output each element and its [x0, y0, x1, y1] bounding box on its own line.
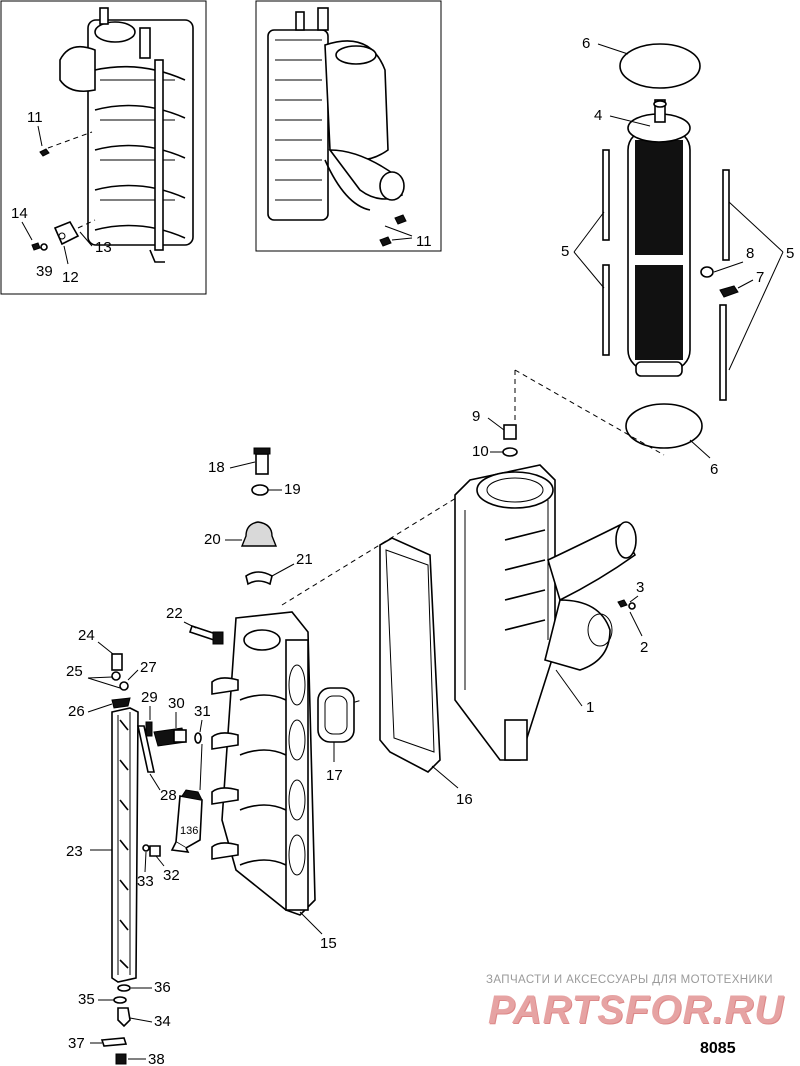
- callout-28: 28: [160, 787, 177, 804]
- tube-label-136: 136: [180, 825, 198, 837]
- callout-14: 14: [11, 205, 28, 222]
- callout-16: 16: [456, 791, 473, 808]
- adapter-housing: [454, 464, 637, 761]
- nut-19: [251, 484, 269, 496]
- o-ring-33: [142, 844, 150, 852]
- callout-15: 15: [320, 935, 337, 952]
- gasket-17: [317, 687, 355, 743]
- filter-canister: [627, 99, 691, 377]
- callout-35: 35: [78, 991, 95, 1008]
- callout-3: 3: [636, 579, 644, 596]
- inset-middle: 11: [255, 0, 442, 252]
- callout-7: 7: [756, 269, 764, 286]
- o-ring-35: [113, 996, 127, 1004]
- plug-32: [149, 845, 161, 857]
- callout-24: 24: [78, 627, 95, 644]
- callout-26: 26: [68, 703, 85, 720]
- rod-left-upper: [602, 149, 610, 241]
- clip-37: [100, 1037, 128, 1047]
- callout-38: 38: [148, 1051, 165, 1066]
- callout-27: 27: [140, 659, 157, 676]
- callout-22: 22: [166, 605, 183, 622]
- callout-33: 33: [137, 873, 154, 890]
- rod-right-upper: [722, 169, 730, 261]
- sensor-18: [255, 453, 269, 475]
- bolt-7: [719, 285, 739, 298]
- clip-29: [145, 721, 153, 737]
- callout-23: 23: [66, 843, 83, 860]
- callout-11-middle: 11: [416, 233, 432, 250]
- rod-left-lower: [602, 264, 610, 356]
- callout-30: 30: [168, 695, 185, 712]
- callout-31: 31: [194, 703, 211, 720]
- callout-9: 9: [472, 408, 480, 425]
- seal-28: [137, 725, 155, 773]
- callout-5-left: 5: [561, 243, 569, 260]
- watermark-tagline: ЗАПЧАСТИ И АКСЕССУАРЫ ДЛЯ МОТОТЕХНИКИ: [486, 974, 773, 986]
- grommet-20: [240, 521, 278, 547]
- callout-6-bottom: 6: [710, 461, 718, 478]
- o-ring-36: [117, 984, 131, 992]
- o-ring-bottom: [625, 403, 703, 449]
- washer-8: [700, 266, 714, 278]
- bolt-icon: [39, 148, 50, 157]
- callout-17: 17: [326, 767, 343, 784]
- inset-left: 11 14 39 12 13: [0, 0, 207, 295]
- callout-36: 36: [154, 979, 171, 996]
- screw-38: [115, 1053, 127, 1065]
- fuel-rail: [111, 707, 139, 983]
- o-ring-top: [619, 43, 701, 89]
- callout-2: 2: [640, 639, 648, 656]
- sealant-tube: 136: [170, 789, 203, 853]
- seal-10: [502, 447, 518, 457]
- figure-number: 8085: [700, 1040, 736, 1057]
- callout-8: 8: [746, 245, 754, 262]
- callout-13: 13: [95, 239, 112, 256]
- clip-26: [111, 697, 131, 709]
- filter-assembly: 6 4 5 5 8 7 6: [514, 35, 794, 478]
- callout-39: 39: [36, 263, 53, 280]
- plug-group: 9 10: [472, 408, 518, 460]
- sensor-bracket-icon: [53, 220, 80, 246]
- callout-21: 21: [296, 551, 313, 568]
- fitting-24: [111, 653, 123, 671]
- callout-4: 4: [594, 107, 602, 124]
- callout-32: 32: [163, 867, 180, 884]
- sensor-stack: 18 19 20 21: [204, 447, 313, 586]
- fitting-34: [117, 1007, 131, 1028]
- o-ring-31: [194, 732, 202, 744]
- clamp-21: [245, 571, 273, 586]
- callout-20: 20: [204, 531, 221, 548]
- plug-9: [503, 424, 517, 440]
- callout-5-right: 5: [786, 245, 794, 262]
- callout-12: 12: [62, 269, 79, 286]
- callout-18: 18: [208, 459, 225, 476]
- gasket-16: [379, 537, 441, 773]
- callout-1: 1: [586, 699, 594, 716]
- callout-19: 19: [284, 481, 301, 498]
- inset-left-manifold: [59, 7, 194, 263]
- callout-34: 34: [154, 1013, 171, 1030]
- callout-37: 37: [68, 1035, 85, 1052]
- watermark-logo: PARTSFOR.RU: [488, 988, 785, 1032]
- callout-29: 29: [141, 689, 158, 706]
- callout-11-left: 11: [27, 109, 43, 126]
- intake-manifold: [211, 611, 316, 916]
- callout-25: 25: [66, 663, 83, 680]
- callout-10: 10: [472, 443, 489, 460]
- rod-right-lower: [719, 304, 727, 401]
- callout-6-top: 6: [582, 35, 590, 52]
- inset-middle-manifold: [267, 7, 405, 221]
